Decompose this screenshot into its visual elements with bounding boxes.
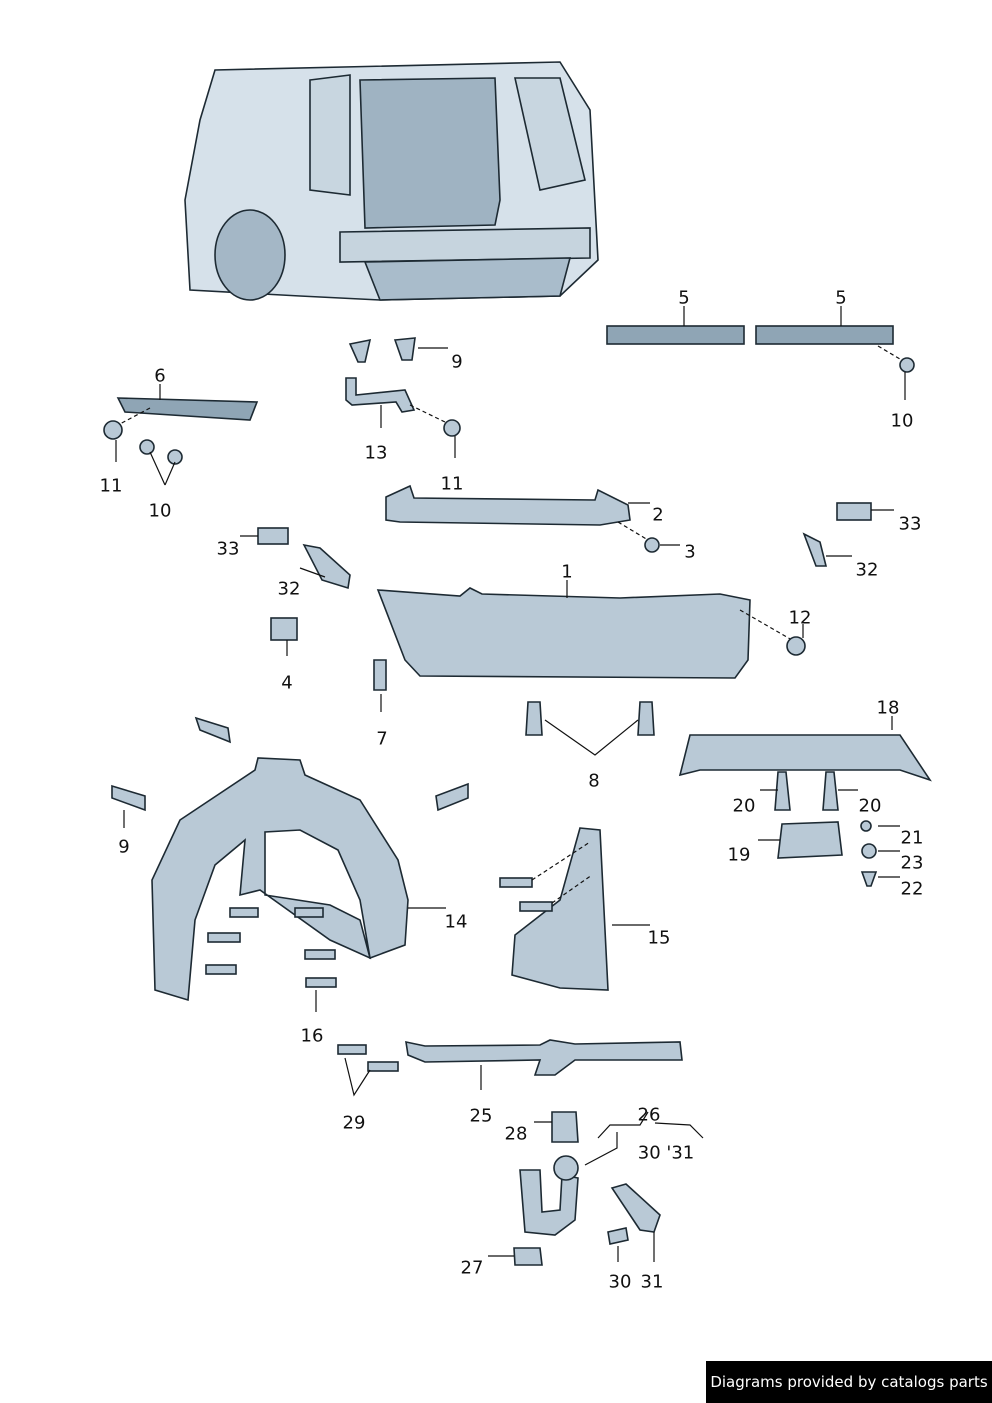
part-19-plate [777, 821, 843, 859]
callout-label: 9 [451, 351, 463, 373]
part-18-diffuser [678, 734, 932, 782]
callout-label: 23 [900, 852, 924, 874]
callout-label: 20 [732, 795, 756, 817]
callout-label: 6 [154, 365, 166, 387]
part-25-tow-bar [405, 1039, 683, 1076]
callout-label: 20 [858, 795, 882, 817]
callout-label: 29 [342, 1112, 366, 1134]
callout-label: 11 [99, 475, 123, 497]
callout-label: 31 [640, 1271, 664, 1293]
callout-label: 5 [678, 287, 690, 309]
callout-label: 8 [588, 770, 600, 792]
callout-label: 16 [300, 1025, 324, 1047]
callout-label: 9 [118, 836, 130, 858]
callout-label: 15 [647, 927, 671, 949]
part-5-left [606, 325, 745, 345]
callout-label: 25 [469, 1105, 493, 1127]
callout-label: 32 [277, 578, 301, 600]
callout-label: 5 [835, 287, 847, 309]
callout-label: 10 [148, 500, 172, 522]
callout-label: 33 [216, 538, 240, 560]
callout-label: 26 [637, 1104, 661, 1126]
callout-label: 13 [364, 442, 388, 464]
callout-label: 11 [440, 473, 464, 495]
callout-label: 18 [876, 697, 900, 719]
part-1-bumper-cover [376, 587, 751, 679]
callout-label: 19 [727, 844, 751, 866]
callout-label: 2 [652, 504, 664, 526]
callout-label: 28 [504, 1123, 528, 1145]
part-5-right [755, 325, 894, 345]
part-13-bracket [345, 377, 416, 413]
part-10-nut [899, 357, 915, 373]
callout-label: 30 [608, 1271, 632, 1293]
vehicle-rear-body [184, 61, 599, 301]
callout-label: 22 [900, 878, 924, 900]
callout-label: 7 [376, 728, 388, 750]
part-14-wheel-arch-liner [151, 757, 409, 1002]
callout-label: 33 [898, 513, 922, 535]
part-2-bumper-reinforcement [385, 484, 631, 526]
callout-label: 14 [444, 911, 468, 933]
callout-label: 12 [788, 607, 812, 629]
callout-label: 1 [561, 561, 573, 583]
callout-label: 10 [890, 410, 914, 432]
callout-label: 21 [900, 827, 924, 849]
footer-credit: Diagrams provided by catalogs parts [706, 1361, 992, 1403]
callout-label: 27 [460, 1257, 484, 1279]
callout-label: 4 [281, 672, 293, 694]
callout-label: 32 [855, 559, 879, 581]
callout-label: 3 [684, 541, 696, 563]
callout-label: 30 '31 [637, 1142, 695, 1164]
part-6-bracket [116, 397, 259, 421]
